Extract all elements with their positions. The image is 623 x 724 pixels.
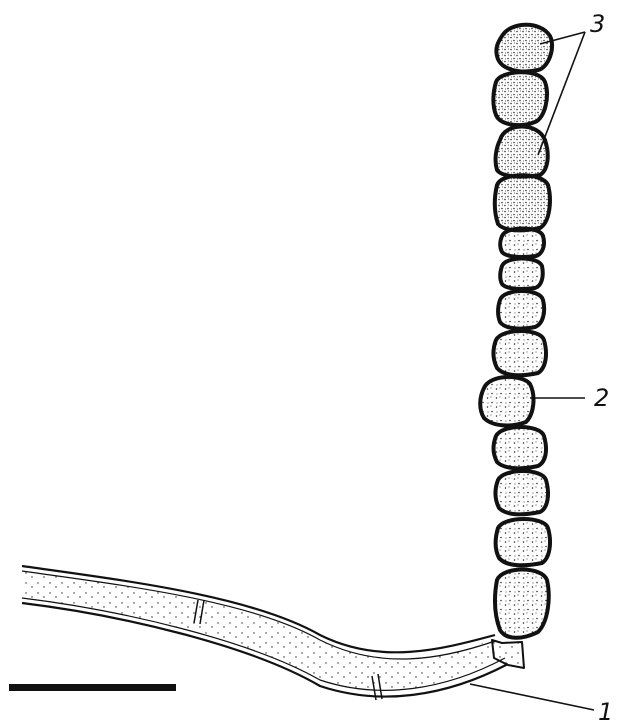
chain-cell [500,259,543,289]
label-1: 1 [598,698,613,724]
thin-filament [22,566,508,700]
terminal-cell [493,72,547,125]
basal-cell [492,640,524,668]
terminal-cell [495,175,550,230]
scale-bar [9,684,176,691]
terminal-cell [496,25,552,72]
labelled-cell-2 [480,377,533,426]
chain-cell [496,471,549,514]
chain-cell [500,229,544,257]
leader-line-1 [470,684,594,710]
cell-chain [480,25,552,668]
chain-cell [494,331,547,375]
chain-cell [494,427,547,468]
chain-cell [495,570,549,638]
chain-cell [498,291,544,329]
chain-cell [496,519,551,565]
label-2: 2 [594,384,609,412]
label-3: 3 [590,10,605,38]
